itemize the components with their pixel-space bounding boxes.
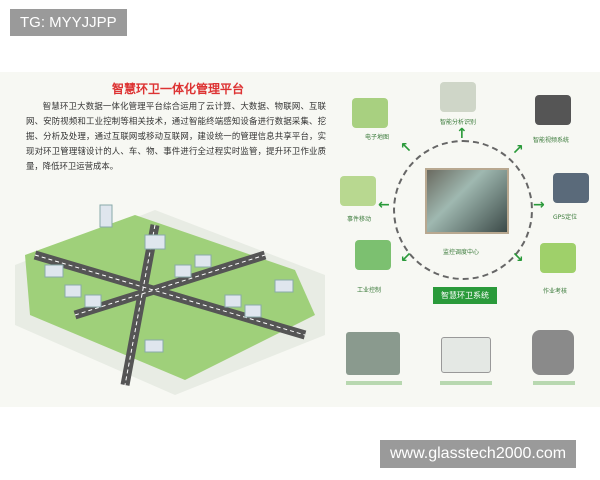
monitoring-center-photo bbox=[425, 168, 509, 234]
node-label: 工业控制 bbox=[357, 287, 382, 294]
node-label: 智能视频系统 bbox=[533, 137, 570, 144]
bin-caption bbox=[533, 381, 575, 385]
node-label: GPS定位 bbox=[553, 214, 578, 221]
dispatch-circle bbox=[393, 140, 533, 280]
camera-node-icon bbox=[535, 95, 571, 125]
arrow-icon: ↑ bbox=[456, 126, 468, 142]
system-badge: 智慧环卫系统 bbox=[433, 287, 497, 304]
article-title: 智慧环卫一体化管理平台 bbox=[112, 82, 245, 96]
station-caption bbox=[346, 381, 402, 385]
map-node-icon bbox=[352, 98, 388, 128]
watermark-tag: TG: MYYJJPP bbox=[10, 9, 127, 36]
node-label: 电子地图 bbox=[365, 134, 390, 141]
watermark-site: www.glasstech2000.com bbox=[380, 440, 577, 468]
event-node-icon bbox=[340, 176, 376, 206]
node-label: 作业考核 bbox=[543, 288, 568, 295]
trash-bin-icon bbox=[532, 330, 574, 375]
article-body: 智慧环卫大数据一体化管理平台综合运用了云计算、大数据、物联网、互联网、安防视频和… bbox=[26, 101, 326, 171]
node-label: 事件移动 bbox=[347, 216, 372, 223]
center-label: 监控调度中心 bbox=[443, 249, 480, 256]
arrow-icon: ↗ bbox=[512, 142, 524, 158]
assessment-node-icon bbox=[540, 243, 576, 273]
industrial-control-icon bbox=[355, 240, 391, 270]
node-label: 智能分析识别 bbox=[440, 119, 477, 126]
truck-icon bbox=[441, 337, 491, 373]
city-map-illustration bbox=[15, 204, 325, 395]
garbage-station-photo bbox=[346, 332, 400, 375]
arrow-icon: ↘ bbox=[512, 250, 524, 266]
arrow-icon: ↙ bbox=[400, 250, 412, 266]
analysis-node-icon bbox=[440, 82, 476, 112]
gps-satellite-icon bbox=[553, 173, 589, 203]
truck-caption bbox=[440, 381, 492, 385]
arrow-icon: ← bbox=[378, 197, 390, 213]
arrow-icon: ↖ bbox=[400, 140, 412, 156]
arrow-icon: → bbox=[533, 197, 545, 213]
